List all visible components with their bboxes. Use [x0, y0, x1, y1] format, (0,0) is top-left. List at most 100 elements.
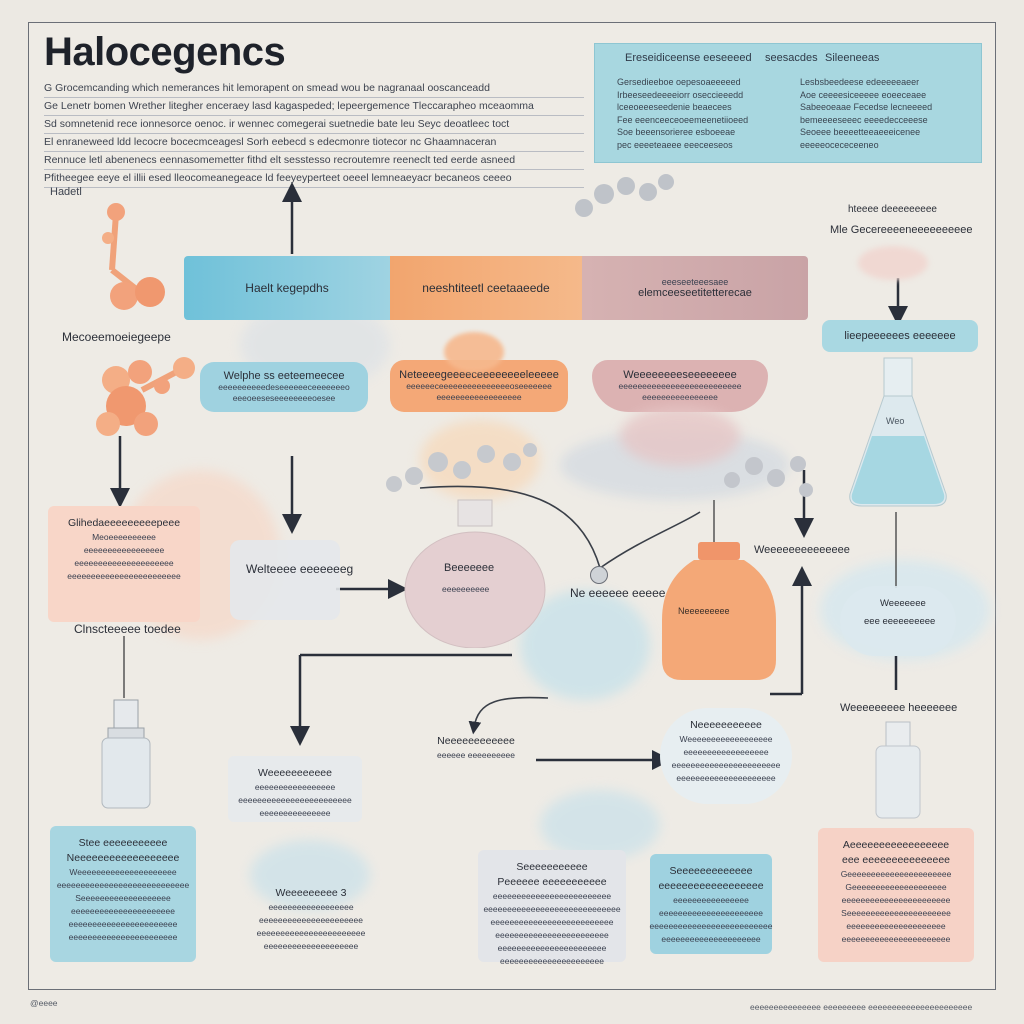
card-line: eeeeeeeeeeeeeeeeeeeeeee: [671, 760, 781, 770]
info-line: Aoe ceeeesiceeeee eoeeceaee: [800, 89, 927, 100]
card-line: eeeeeeeeeeeeeeeeeeeeeee: [256, 928, 366, 938]
card-subtitle: Peeeeee eeeeeeeeeee: [497, 876, 607, 888]
card-line: eeeeee eeeeeeeeee: [437, 750, 515, 760]
pill-subtitle: eeeeeeeeeeeeeeeeeeeeeeeeee eeeeeeeeeeeee…: [618, 381, 742, 402]
flask-label-text: lieepeeeeees eeeeeee: [844, 330, 956, 342]
card-title: Seeeeeeeeeeeee: [669, 865, 753, 877]
info-line: eeeeeocececeeneo: [800, 139, 879, 150]
molecule-label: Mecoeemoeiegeepe: [62, 330, 171, 344]
card-subtitle: eee eeeeeeeeeeeeeee: [841, 854, 951, 866]
flask-center: Beeeeeee eeeeeeeeee: [402, 498, 548, 649]
info-line: Sabeeoeaae Fecedse lecneeeed: [800, 102, 933, 112]
smoke-blob: [858, 246, 928, 280]
info-box: Ereseidiceense eeseeeed seesacdes Sileen…: [594, 43, 982, 163]
card-bottom-plain: Weeeeeeeee 3 eeeeeeeeeeeeeeeeee eeeeeeee…: [254, 880, 368, 956]
card-title: Seeeeeeeeeee: [516, 861, 588, 873]
card-line: Meoeeeeeeeeee: [92, 532, 156, 542]
flame-blob: [444, 332, 504, 372]
pill-blue: Welphe ss eeteemeecee eeeeeeeeeedeseeeee…: [200, 362, 368, 412]
card-line: eeeeeeeeeeeeeeeeeeee: [263, 941, 359, 951]
card-line: eeeeeeeeeeeeeeeeeeeeeeeee: [492, 891, 612, 901]
right-connector-label: Weeeeeeeeeeeeee: [754, 544, 850, 556]
card-bottom-rose: Aeeeeeeeeeeeeeeeee eee eeeeeeeeeeeeeee G…: [818, 828, 974, 962]
card-title: Aeeeeeeeeeeeeeeeee: [842, 839, 950, 851]
intro-text: G Grocemcanding which nemerances hit lem…: [44, 80, 584, 188]
pill-rose: Weeeeeeeeseeeeeeee eeeeeeeeeeeeeeeeeeeee…: [592, 360, 768, 412]
header-left-label: Hadetl: [50, 186, 82, 198]
info-line: Soe beeensorieree esboeeae: [617, 127, 736, 137]
molecule-orange-cluster: [86, 350, 196, 446]
card-line: eeeeeeeeeeeeeeeeeeeeeeeeee: [649, 921, 773, 931]
wire-connector: [599, 511, 701, 569]
card-line: eeeeeeeeeeeeeeeeeeeeee: [70, 906, 175, 916]
card-line: eeeeeeeeeeeeeeeeee: [268, 902, 354, 912]
smoke-blob: [540, 790, 660, 860]
card-line: Seeeeeeeeeeeeeeeeeeeeee: [841, 908, 951, 918]
molecule-orange-top: [94, 196, 174, 316]
card-line: eeeeeeeeeeeeeeeeeeeeeee: [841, 934, 951, 944]
card-line: Weeeeeeeeeeeeeeeeee: [679, 734, 773, 744]
pill-title: Weeeeeeeeseeeeeeee: [623, 369, 737, 381]
flask-label: lieepeeeeees eeeeeee: [822, 320, 978, 352]
card-line: eeeeeeeeeeeeeeee: [673, 895, 749, 905]
molecule-gray-right: [720, 450, 820, 510]
intro-line: El enraneweed ldd lecocre bocecmceagesl …: [44, 134, 584, 152]
card-line: eeeeeeeeeeeeeeeeeeeeeeee: [238, 795, 352, 805]
card-line: eeeeeeeeeeeeeeeeeeeeeee: [68, 919, 178, 929]
info-line: Seoeee beeeetteeaeeeicenee: [800, 127, 921, 137]
info-line: lceeoeeeseedenie beaecees: [617, 102, 732, 112]
pill-subtitle: eeeeeeeeeedeseeeeeeceeeeeeeo eeeoeesesee…: [218, 382, 350, 403]
pill-title: Neteeeegeeeeceeeeeeeeleeeee: [399, 369, 559, 381]
intro-line: Ge Lenetr bomen Wrether litegher encerae…: [44, 98, 584, 116]
card-line: eeeeeeeeeeeeeeeeeeeeee: [499, 956, 604, 966]
right-small-label: Weeeeeee: [880, 598, 926, 609]
card-line: eeeeeeeeeeeeeeeeee: [683, 747, 769, 757]
card-line: eeeeeeeeeeeeeeeeeeeeeeeeeeeee: [483, 904, 621, 914]
flask-center-label: Beeeeeee: [444, 562, 495, 574]
info-heading: seesacdes: [765, 52, 818, 64]
classification-banner: Haelt kegepdhs neeshtiteetl ceetaaeede e…: [184, 256, 808, 320]
card-line: Geeeeeeeeeeeeeeeeeeee: [845, 882, 947, 892]
card-lower: Neeeeeeeeeee Weeeeeeeeeeeeeeeeee eeeeeee…: [660, 708, 792, 804]
intro-line: Pfitheegee eeye el illii esed lleocomean…: [44, 170, 584, 188]
flask-center-sub: eeeeeeeeee: [442, 584, 490, 594]
info-line: Gersedieeboe oepesoaeeeeed: [617, 77, 741, 87]
card-line: eeeeeeeeeeeeeeeeeeeee: [676, 773, 776, 783]
card-line: eeeeeeeeeeeeeee: [259, 808, 331, 818]
info-column-right: Lesbsbeedeese edeeeeeaeer Aoe ceeeesicee…: [800, 76, 960, 151]
wire-arrow: [468, 696, 549, 735]
right-top-label: Mle Gecereeeeneeeeeeeeee: [830, 224, 973, 236]
info-heading: Ereseidiceense eeseeeed: [625, 52, 752, 64]
bottle-orange: Neeeeeeeee: [660, 540, 778, 682]
pill-subtitle: eeeeeeceeeeeeeeeeeeeeeoseeeeeee eeeeeeee…: [406, 381, 552, 402]
card-bottom-gray: Seeeeeeeeeee Peeeeee eeeeeeeeeee eeeeeee…: [478, 850, 626, 966]
card-line: eeeeeeeeeeeeeeeeeeeeeeeeeeee: [56, 880, 190, 890]
connector-node: [590, 566, 608, 584]
group-label: Clnscteeeee toedee: [74, 622, 181, 636]
info-line: pec eeeeteaeee eeeceeseos: [617, 139, 733, 150]
card-orange: Glihedaeeeeeeeeepeee Meoeeeeeeeeee eeeee…: [48, 506, 200, 622]
banner-segment-rose: eeeseeteeesaee elemceeseetitetterecae: [582, 256, 808, 320]
poster-title: Halocegencs: [44, 30, 286, 74]
card-line: eeeeeeeeeeeeeeeeeeeee: [846, 921, 946, 931]
card-title: Glihedaeeeeeeeeepeee: [67, 517, 181, 529]
info-line: Irbeeseedeeeeiorr oseccieeedd: [617, 89, 744, 100]
smoke-blob: [620, 406, 740, 466]
bottle-left: [96, 698, 156, 810]
info-heading: Sileeneeas: [825, 52, 880, 64]
card-line: eeeeeeeeeeeeeeeeeeeeeee: [841, 895, 951, 905]
footer-right: eeeeeeeeeeeeeee eeeeeeeee eeeeeeeeeeeeee…: [750, 1002, 973, 1012]
banner-seg3-label: elemceeseetitetterecae: [638, 287, 752, 299]
intro-line: G Grocemcanding which nemerances hit lem…: [44, 80, 584, 98]
right-mid-label: Weeeeeeeee heeeeeee: [840, 702, 958, 714]
molecule-gray-chain: [380, 440, 540, 500]
smoke-blob: [250, 840, 370, 910]
intro-line: Rennuce letl abenenecs eennasomemetter f…: [44, 152, 584, 170]
card-bottom-blue: Stee eeeeeeeeeee Neeeeeeeeeeeeeeeeee Wee…: [50, 826, 196, 962]
molecule-gray-top: [570, 168, 680, 228]
card-title: Stee eeeeeeeeeee: [78, 837, 168, 849]
info-line: Fee eeenceeceoeemeenetiioeed: [617, 114, 749, 125]
pill-title: Welphe ss eeteemeecee: [223, 370, 345, 382]
card-line: Seeeeeeeeeeeeeeeeeee: [75, 893, 171, 903]
